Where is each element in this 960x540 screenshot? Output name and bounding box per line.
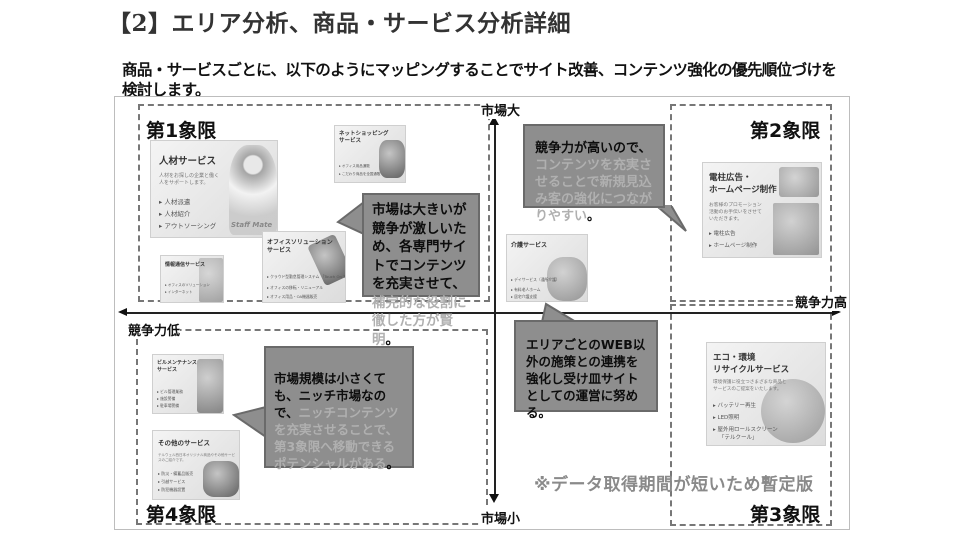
axis-label-competitiveness-low: 競争力低 xyxy=(128,320,181,339)
products-photo-icon xyxy=(379,140,405,178)
camera-photo-icon xyxy=(203,461,239,497)
page-subtitle: 商品・サービスごとに、以下のようにマッピングすることでサイト改善、コンテンツ強化… xyxy=(122,61,837,99)
page-title: 【2】エリア分析、商品・サービス分析詳細 xyxy=(108,10,572,37)
arrow-right-icon xyxy=(832,308,841,316)
callout-tail-q2 xyxy=(656,205,687,232)
arrow-left-icon xyxy=(118,308,127,316)
card-office-solution: オフィスソリューション サービス ▸ クラウド型勤怠管理システム 「Touch … xyxy=(262,231,346,303)
arrow-down-icon xyxy=(489,494,499,503)
card-info-communication: 情報通信サービス ▸ オフィスのソリューション ▸ インターネット xyxy=(160,255,224,303)
quadrant-2-label: 第2象限 xyxy=(750,120,821,142)
network-photo-icon xyxy=(199,258,223,302)
caregiver-photo-icon xyxy=(547,257,587,301)
axis-label-market-large: 市場大 xyxy=(481,100,521,119)
callout-quadrant-4: 市場規模は小さくても、ニッチ市場なので、ニッチコンテンツを充実させることで、第3… xyxy=(264,346,414,471)
quadrant-3-label: 第3象限 xyxy=(750,504,821,526)
card-other-services: その他のサービス テルウェル西日本オリジナル商品やその他サービスのご紹介です。 … xyxy=(152,430,240,500)
card-pole-ad-homepage: 電柱広告・ ホームページ制作 お客様のプロモーション 活動のお手伝いをさせて い… xyxy=(702,162,822,258)
provisional-note: ※データ取得期間が短いため暫定版 xyxy=(534,475,814,495)
earth-photo-icon xyxy=(761,379,825,443)
guard-photo-icon xyxy=(197,359,223,413)
person-photo-icon xyxy=(229,145,277,235)
staff-mate-logo: Staff Mate xyxy=(231,221,273,229)
callout-quadrant-2: 競争力が高いので、コンテンツを充実させることで新規見込み客の強化につながりやすい… xyxy=(523,124,665,224)
market-axis xyxy=(494,124,496,496)
brochure-photo-icon xyxy=(773,203,819,255)
card-care-service: 介護サービス ▸ デイサービス（通所介護） ▸ 有料老人ホーム ▸ 居宅介護支援 xyxy=(506,234,588,302)
card-net-shopping: ネットショッピング サービス ▸ オフィス用品通販 ▸ こだわり商品を全国通販 xyxy=(334,125,406,183)
competitiveness-axis xyxy=(124,312,834,314)
axis-label-competitiveness-high: 競争力高 xyxy=(795,292,848,311)
quadrant-2-box xyxy=(670,104,832,302)
quadrant-1-label: 第1象限 xyxy=(146,120,217,142)
callout-quadrant-1: 市場は大きいが競争が激しいため、各専門サイトでコンテンツを充実させて、補完的な役… xyxy=(362,193,480,348)
quadrant-4-label: 第4象限 xyxy=(146,504,217,526)
card-eco-recycle: エコ・環境 リサイクルサービス 環境保護に役立つさまざまな商品と サービスのご提… xyxy=(706,342,826,446)
quadrant-3-box xyxy=(670,304,832,526)
diagram-frame xyxy=(114,96,850,530)
callout-center: エリアごとのWEB以外の施策との連携を強化し受け皿サイトとしての運営に努める。 xyxy=(514,320,658,420)
laptop-photo-icon xyxy=(779,167,819,197)
card-jinzai-service: 人材サービス 人材をお探しの企業と働く 人をサポートします。 ▸ 人材派遣 ▸ … xyxy=(150,140,278,238)
arrow-up-icon xyxy=(489,116,499,125)
card-building-maintenance: ビルメンテナンス サービス ▸ ビル管理業務 ▸ 施設警備 ▸ 駐車場警備 xyxy=(152,354,224,414)
callout-tail-q4 xyxy=(232,405,268,439)
quadrant-4-box xyxy=(136,329,488,525)
axis-label-market-small: 市場小 xyxy=(481,508,521,527)
